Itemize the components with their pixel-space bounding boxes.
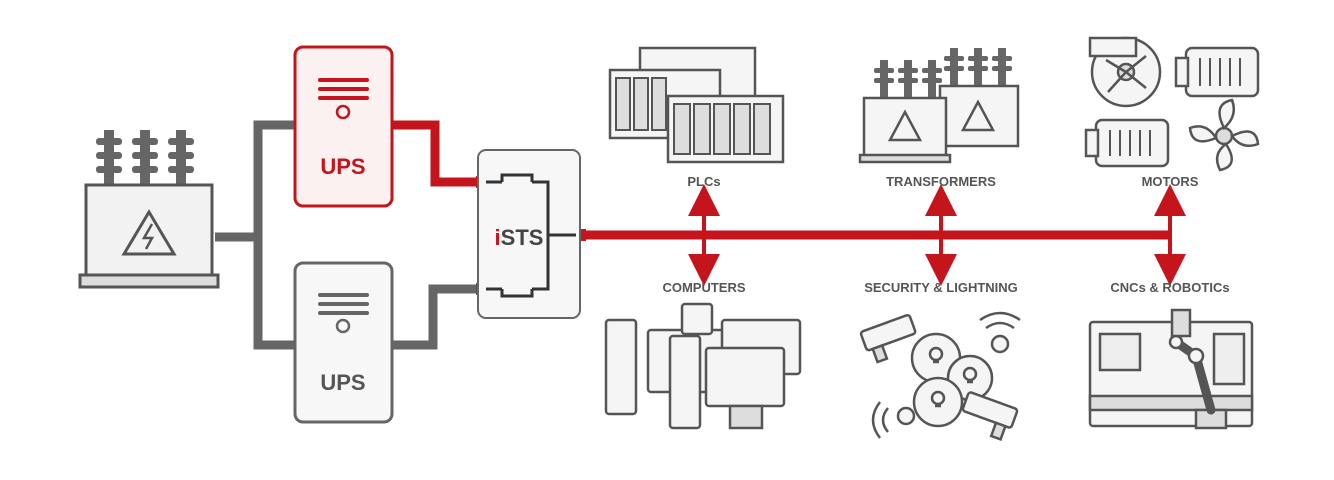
sts-switch-a bbox=[486, 173, 576, 237]
load-arrows bbox=[688, 184, 1186, 286]
sts-unit: iSTS bbox=[477, 149, 581, 319]
ups-top-case bbox=[293, 45, 394, 208]
robot-arm-icon bbox=[1168, 308, 1228, 430]
grey-feed-lines bbox=[215, 120, 478, 350]
lightning-icon bbox=[141, 223, 155, 250]
sts-label: iSTS bbox=[495, 225, 544, 250]
sts-case bbox=[477, 149, 581, 319]
computers-icon bbox=[604, 302, 802, 430]
cnc-table bbox=[1088, 394, 1254, 412]
wifi-sensor-icon bbox=[979, 311, 1021, 354]
ups-top-to-sts-line bbox=[392, 120, 478, 187]
wifi-sensor-icon bbox=[871, 401, 916, 439]
electric-motor-icon bbox=[1174, 46, 1260, 98]
electric-motor-icon bbox=[1084, 118, 1170, 168]
monitor-front bbox=[704, 346, 786, 408]
cncs-label: CNCs & ROBOTICs bbox=[1110, 280, 1229, 295]
insulator-middle bbox=[132, 130, 158, 185]
warning-triangle-icon bbox=[887, 109, 923, 142]
ups-bottom-to-sts-line bbox=[392, 284, 478, 350]
transformer-base bbox=[78, 273, 220, 289]
ups-top-power-icon bbox=[335, 104, 351, 120]
cnc-screen bbox=[1098, 332, 1142, 372]
cnc-panel bbox=[1212, 332, 1246, 386]
transformer-front-base bbox=[858, 153, 952, 164]
insulator-left bbox=[96, 130, 122, 185]
security-label: SECURITY & LIGHTNING bbox=[864, 280, 1018, 295]
motors-icon bbox=[1084, 36, 1260, 172]
plcs-label: PLCs bbox=[687, 174, 720, 189]
security-icon bbox=[859, 311, 1021, 441]
bulb-glyphs bbox=[928, 346, 978, 408]
desktop-tower-left bbox=[604, 318, 638, 416]
ups-bottom-label: UPS bbox=[320, 370, 365, 395]
transformer-rear bbox=[938, 84, 1020, 148]
ups-split-line bbox=[253, 120, 295, 350]
camera-icon bbox=[961, 391, 1019, 441]
ups-bottom: UPS bbox=[293, 261, 394, 424]
transformer-front bbox=[862, 96, 948, 158]
plcs-icon bbox=[608, 46, 785, 164]
red-feed-lines bbox=[392, 120, 1172, 240]
cnc-robotics-icon bbox=[1088, 308, 1254, 430]
source-transformer bbox=[78, 130, 220, 289]
desktop-tower-front bbox=[668, 334, 702, 430]
computers-label: COMPUTERS bbox=[662, 280, 745, 295]
ups-bottom-case bbox=[293, 261, 394, 424]
transformers-icon bbox=[858, 48, 1020, 164]
transformers-label: TRANSFORMERS bbox=[886, 174, 996, 189]
sts-label-prefix: i bbox=[495, 225, 501, 250]
fan-propeller-icon bbox=[1188, 98, 1260, 172]
sts-label-main: STS bbox=[501, 225, 544, 250]
monitor-stand bbox=[728, 404, 764, 430]
blower-fan-icon bbox=[1088, 36, 1162, 108]
bulb-circle-icon bbox=[912, 376, 964, 428]
ups-bottom-power-icon bbox=[335, 318, 351, 334]
warning-triangle-icon bbox=[121, 209, 177, 256]
camera-icon bbox=[859, 313, 917, 364]
ups-top: UPS bbox=[293, 45, 394, 208]
sts-switch-b bbox=[486, 235, 550, 298]
insulator-right bbox=[168, 130, 194, 185]
warning-triangle-icon bbox=[960, 99, 996, 132]
ups-top-label: UPS bbox=[320, 154, 365, 179]
desktop-tower-mid bbox=[680, 302, 714, 336]
motors-label: MOTORS bbox=[1142, 174, 1199, 189]
